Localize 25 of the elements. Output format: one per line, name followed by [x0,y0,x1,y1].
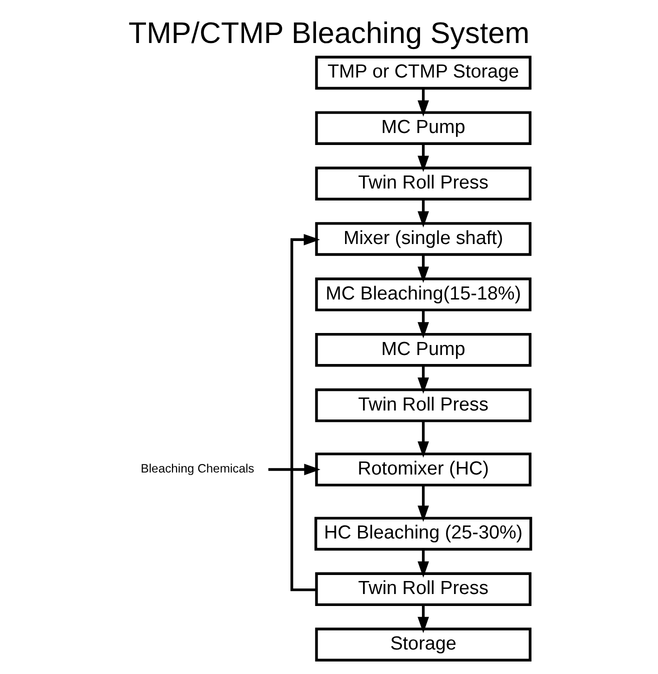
node-box: MC Bleaching(15-18%) [315,278,532,312]
diagram-title: TMP/CTMP Bleaching System [128,17,530,50]
arrow [418,366,429,394]
node-box: Storage [315,628,532,662]
arrow [418,422,429,458]
arrow [418,486,429,522]
node-box: Twin Roll Press [315,388,532,422]
node-box: Mixer (single shaft) [315,222,532,256]
arrow [290,234,320,592]
node-box: TMP or CTMP Storage [315,56,532,90]
node-box: Twin Roll Press [315,166,532,200]
node-box: MC Pump [315,111,532,146]
node-box: MC Pump [315,332,532,367]
arrow [418,88,429,117]
arrow [268,464,320,476]
arrow [418,199,429,228]
node-text: Bleaching Chemicals [140,461,254,476]
arrow [418,604,429,634]
node-box: Rotomixer (HC) [315,452,532,486]
arrow [418,254,429,283]
node-box: HC Bleaching (25-30%) [314,516,532,551]
node-box: Twin Roll Press [315,572,532,606]
arrow [418,144,429,172]
arrow [418,549,429,578]
arrow [418,310,429,338]
